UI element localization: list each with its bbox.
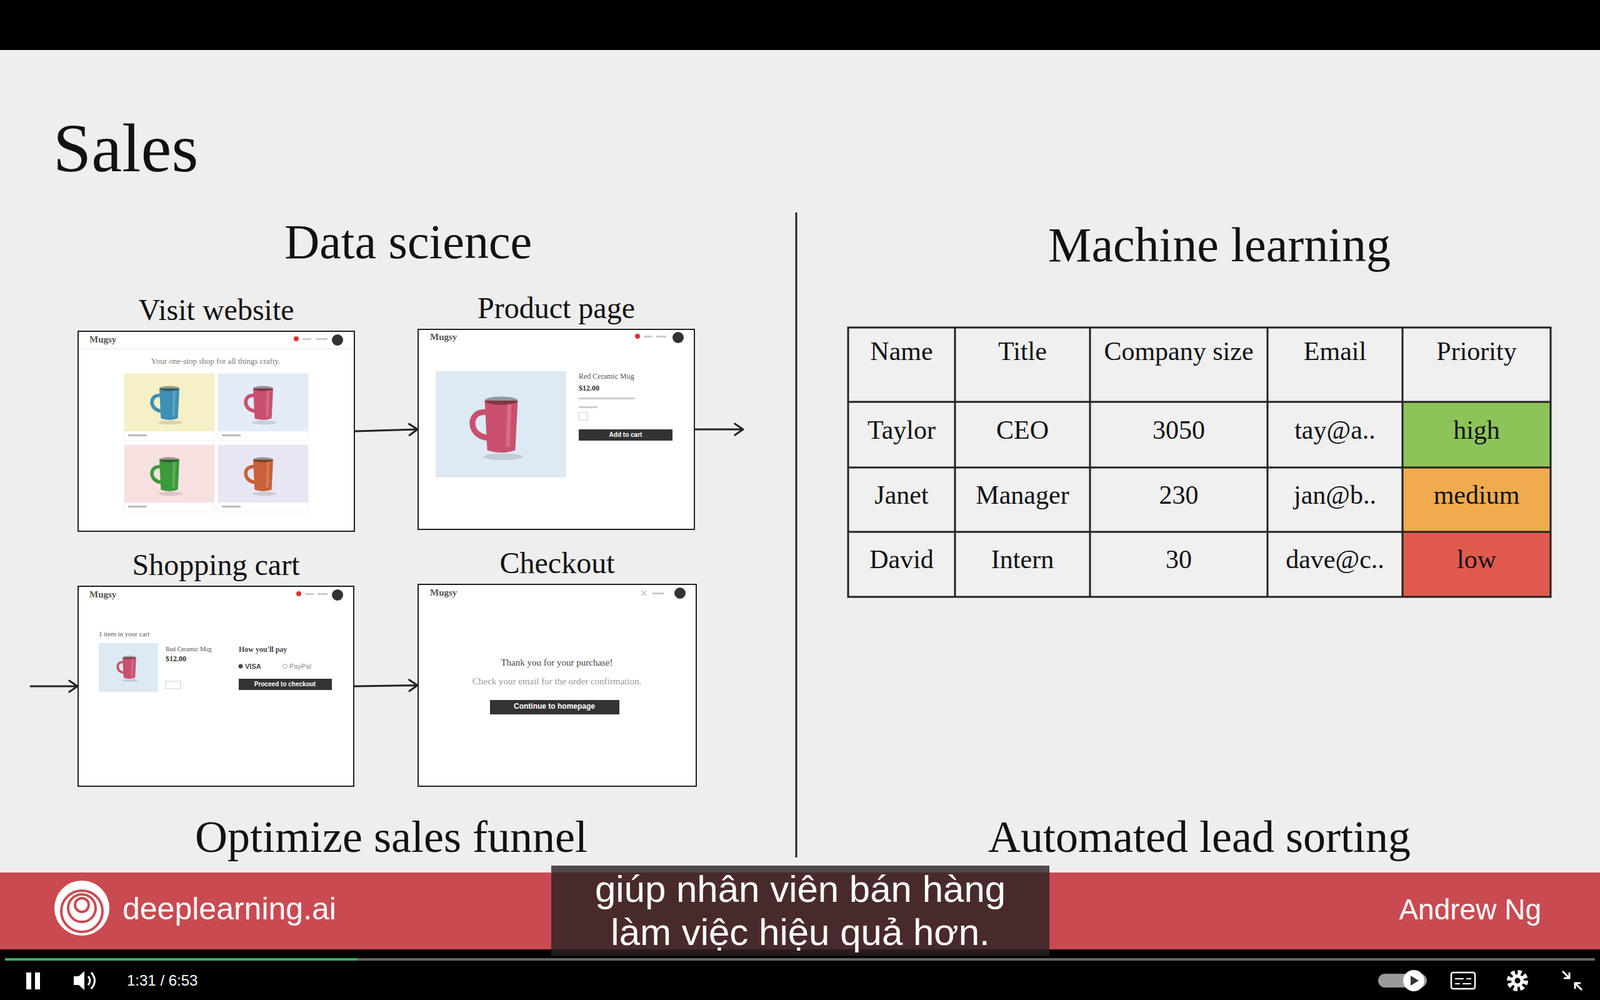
mock-text: PayPal (289, 662, 312, 671)
table-header-cell: Company size (1095, 336, 1263, 367)
table-cell: high (1407, 414, 1546, 445)
flow-arrow (30, 423, 744, 692)
mock-price: $12.00 (165, 655, 187, 664)
table-header-cell: Email (1272, 336, 1398, 367)
table-cell: jan@b.. (1272, 479, 1398, 510)
mock-text: Red Ceramic Mug (578, 372, 635, 382)
progress-track (5, 958, 1595, 961)
screen-heading: Visit website (138, 291, 294, 329)
section-heading: Machine learning (1048, 216, 1391, 274)
captions-icon (1451, 972, 1475, 989)
mock-text: Thank you for your purchase! (500, 657, 613, 669)
section-caption: Optimize sales funnel (195, 811, 588, 864)
author-name: Andrew Ng (1398, 893, 1542, 927)
mock-text: Red Ceramic Mug (165, 645, 212, 654)
mock-logo: Mugsy (430, 587, 457, 599)
flow-arrow (355, 423, 418, 435)
screen-heading: Product page (477, 290, 635, 327)
mock-text: Check your email for the order confirmat… (472, 676, 642, 687)
exit-fullscreen-icon (1562, 971, 1582, 990)
mock-logo: Mugsy (89, 334, 117, 345)
mock-logo: Mugsy (89, 589, 117, 600)
brand-logo (54, 880, 110, 936)
mock-text: Your one-stop shop for all things crafty… (151, 356, 281, 367)
mock-text: 1 item in your cart (98, 630, 150, 639)
top-bar (0, 0, 1600, 50)
product-mockup (417, 328, 695, 530)
brand-name: deeplearning.ai (122, 891, 337, 928)
table-cell: low (1407, 544, 1546, 575)
slide-title: Sales (53, 108, 199, 189)
cart-mockup (77, 585, 355, 787)
table-cell: David (853, 544, 950, 575)
mock-button-text: Proceed to checkout (254, 680, 316, 689)
table-cell: Manager (960, 479, 1085, 510)
video-time: 1:31 / 6:53 (126, 971, 198, 990)
mock-text: How you'll pay (238, 645, 287, 655)
volume-icon (73, 971, 95, 990)
table-cell: CEO (960, 414, 1085, 445)
table-cell: dave@c.. (1272, 544, 1398, 575)
progress-played (5, 958, 358, 961)
table-header-cell: Title (960, 336, 1085, 367)
mock-price: $12.00 (578, 384, 600, 394)
mock-text: VISA (245, 662, 262, 671)
section-heading: Data science (284, 213, 532, 270)
subtitle-text: giúp nhân viên bán hàng làm việc hiệu qu… (551, 865, 1050, 956)
table-cell: 30 (1095, 544, 1263, 575)
table-cell: 230 (1095, 479, 1263, 510)
section-caption: Automated lead sorting (988, 811, 1411, 864)
player-bar (0, 949, 1600, 1000)
table-header-cell: Name (853, 336, 950, 367)
website-mockup (77, 330, 355, 532)
divider-line (795, 212, 798, 858)
screen-heading: Shopping cart (132, 546, 300, 584)
table-cell: Taylor (853, 414, 950, 445)
table-cell: Intern (960, 544, 1085, 575)
table-cell: 3050 (1095, 414, 1263, 445)
table-cell: Janet (853, 479, 950, 510)
table-cell: tay@a.. (1272, 414, 1398, 445)
pause-icon (26, 972, 40, 990)
settings-icon (1509, 972, 1526, 989)
flow-arrow (354, 680, 418, 692)
lead-table (848, 327, 1551, 597)
mock-button-text: Add to cart (609, 431, 643, 439)
table-cell: medium (1407, 479, 1546, 510)
mock-button-text: Continue to homepage (513, 702, 595, 712)
checkout-mockup (417, 583, 697, 787)
autoplay-toggle (1378, 970, 1427, 992)
table-header-cell: Priority (1407, 336, 1546, 367)
screen-box: Product page (417, 328, 695, 530)
screen-heading: Checkout (500, 545, 615, 582)
mock-logo: Mugsy (430, 331, 457, 343)
